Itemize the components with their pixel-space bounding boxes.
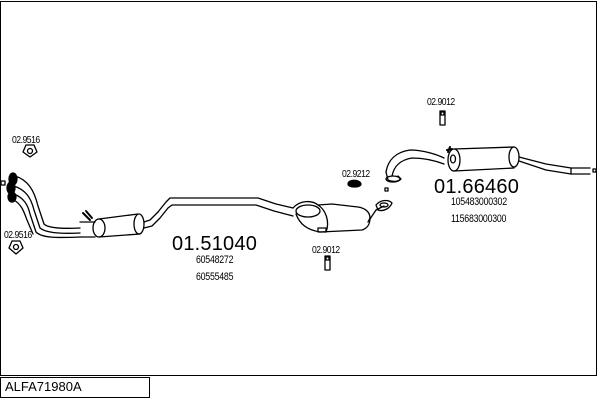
accessory-code: 02.9012 — [427, 96, 455, 108]
gasket-icon — [22, 144, 38, 158]
manifold-flange-icon — [0, 172, 81, 239]
gasket-icon — [8, 240, 24, 255]
rubber-mount-icon — [347, 179, 362, 188]
center-muffler-icon — [292, 199, 393, 233]
clamp-icon — [439, 110, 446, 126]
accessory-code: 02.9012 — [312, 244, 340, 256]
oem-reference: 105483000302 — [451, 196, 507, 208]
accessory-code: 02.9516 — [4, 229, 32, 241]
oem-reference: 115683000300 — [451, 213, 507, 225]
diagram-code-label: ALFA71980A — [0, 377, 150, 398]
part-number: 01.66460 — [434, 176, 520, 198]
clamp-icon — [324, 255, 331, 271]
oem-reference: 60555485 — [196, 271, 234, 283]
rear-muffler-icon — [384, 146, 597, 192]
front-muffler-icon — [79, 197, 294, 238]
oem-reference: 60548272 — [196, 254, 234, 266]
diagram-frame — [0, 1, 597, 376]
accessory-code: 02.9516 — [12, 134, 40, 146]
part-number: 01.51040 — [172, 233, 258, 255]
accessory-code: 02.9212 — [342, 168, 370, 180]
